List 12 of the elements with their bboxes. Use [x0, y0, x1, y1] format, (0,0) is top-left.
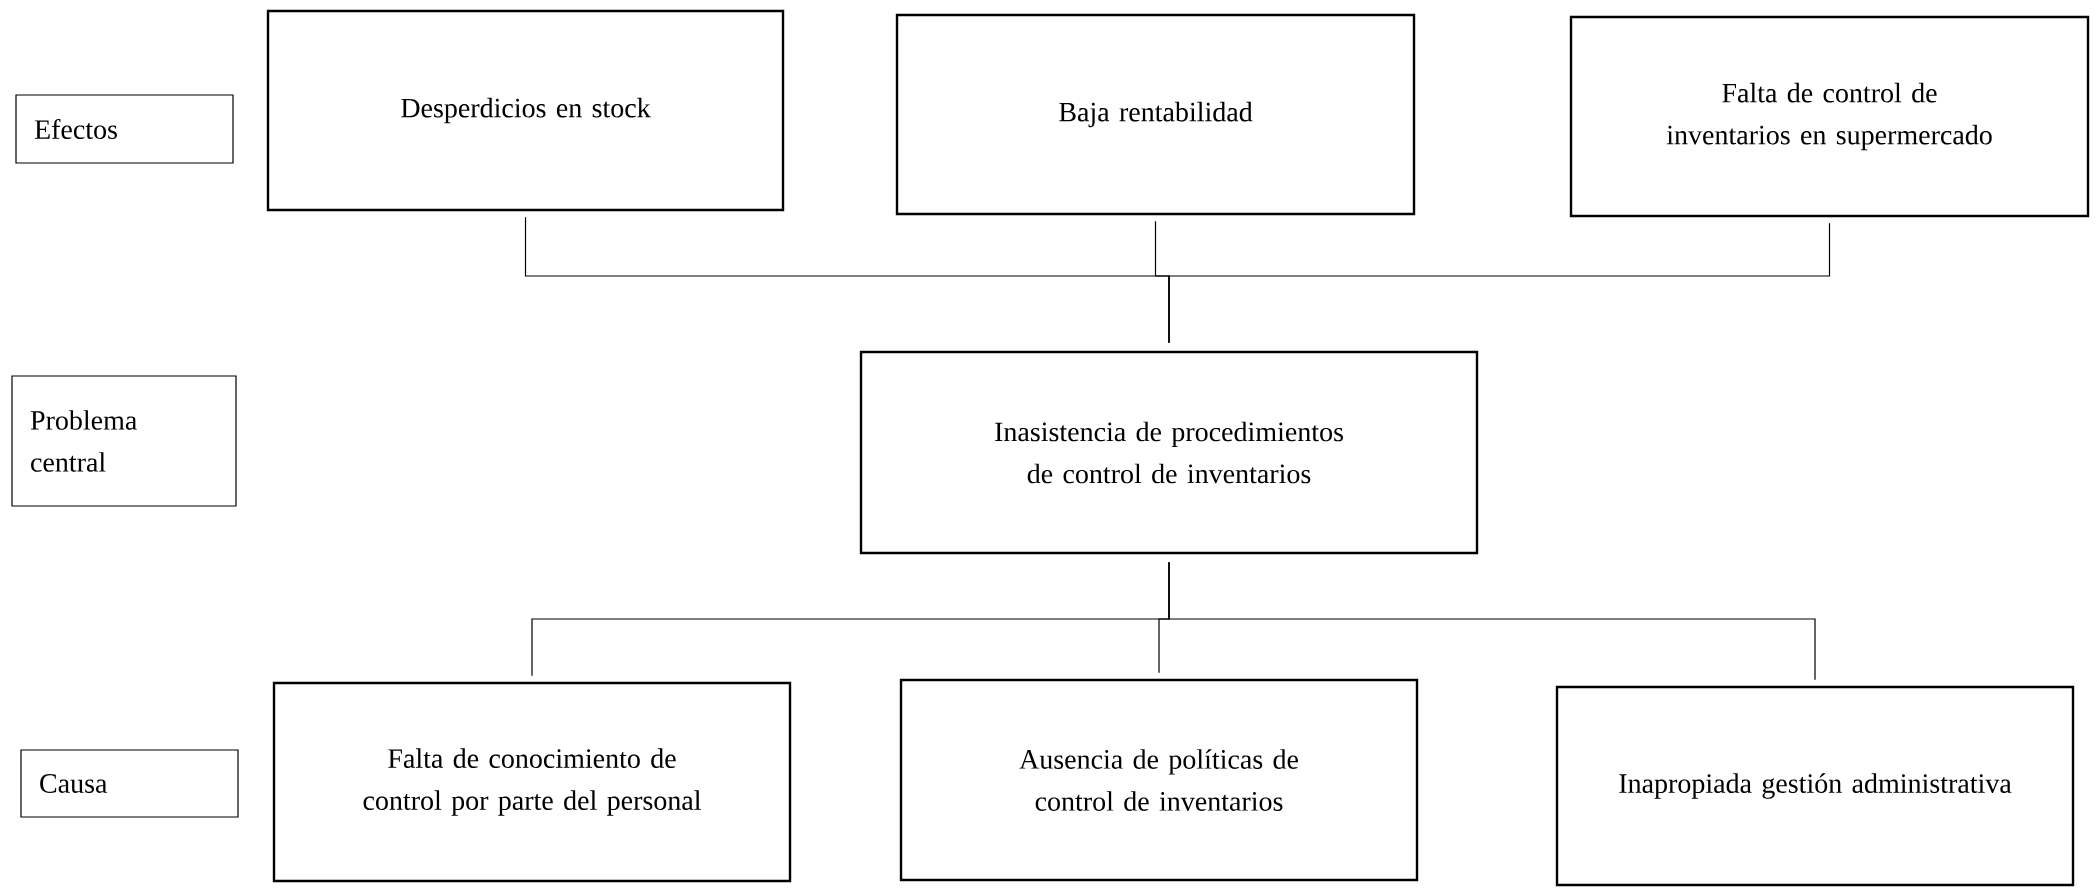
effect-box: Baja rentabilidad	[895, 13, 1416, 216]
effect-box: Desperdicios en stock	[266, 9, 785, 212]
row-label: Causa	[20, 749, 239, 818]
cause-box: Inapropiada gestión administrativa	[1555, 685, 2075, 887]
connector-line	[1168, 561, 1816, 681]
effect-box: Falta de control de inventarios en supermercado	[1569, 15, 2090, 218]
problem-box: Inasistencia de procedimientos de control de inventarios	[859, 350, 1479, 555]
connector-line	[1168, 222, 1831, 344]
cause-box: Ausencia de políticas de control de inventarios	[899, 678, 1419, 882]
cause-box: Falta de conocimiento de control por parte del personal	[272, 681, 792, 883]
row-label: Problema central	[11, 375, 237, 507]
row-label: Efectos	[15, 94, 234, 164]
